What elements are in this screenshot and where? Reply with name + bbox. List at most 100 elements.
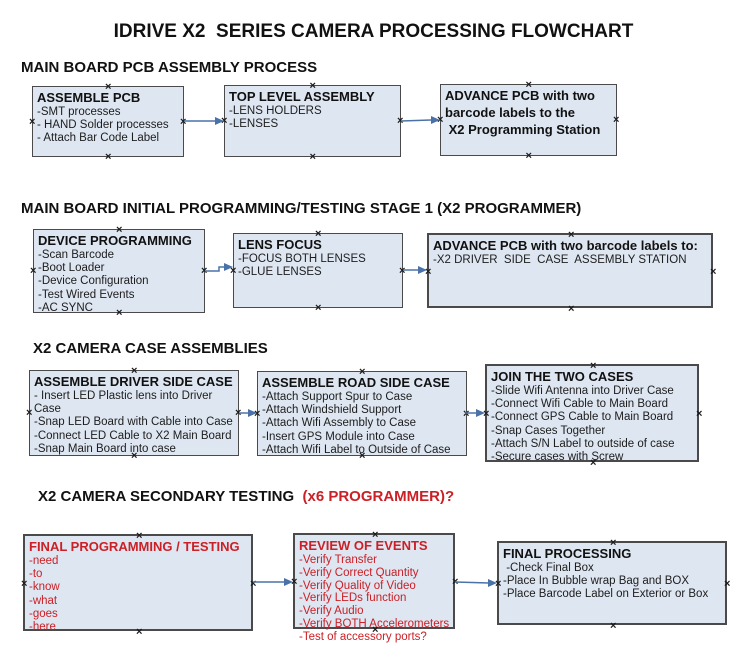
box-item: -Verify Correct Quantity [299, 566, 419, 579]
box-item: -Attach Support Spur to Case [262, 391, 413, 403]
heading-black-part: X2 CAMERA SECONDARY TESTING [38, 488, 303, 505]
box-item: -SMT processes [37, 106, 121, 118]
section-heading-secondary-testing: X2 CAMERA SECONDARY TESTING (x6 PROGRAMM… [38, 488, 454, 505]
box-item: -X2 DRIVER SIDE CASE ASSEMBLY STATION [433, 254, 687, 266]
box-items: - Insert LED Plastic lens into Driver Ca… [34, 390, 236, 456]
box-item: -AC SYNC [38, 301, 93, 314]
flow-box-review-of-events: REVIEW OF EVENTS -Verify Transfer-Verify… [291, 530, 459, 643]
box-item: -Verify Audio [299, 605, 364, 618]
connection-handle-icon: × [495, 578, 502, 590]
connection-handle-icon: × [696, 408, 703, 420]
connection-handle-icon: × [26, 407, 33, 419]
box-item: -here [29, 621, 56, 634]
connection-handle-icon: × [21, 577, 28, 590]
box-item: -Verify BOTH Accelerometers [299, 617, 450, 630]
box-title: TOP LEVEL ASSEMBLY [229, 89, 375, 104]
box-item: -Connect LED Cable to X2 Main Board [34, 429, 232, 442]
connection-handle-icon: × [230, 264, 237, 277]
box-item: -Snap LED Board with Cable into Case [34, 416, 233, 429]
connection-handle-icon: × [724, 578, 731, 590]
box-items: -SMT processes- HAND Solder processes- A… [37, 106, 181, 146]
connection-handle-icon: × [29, 115, 36, 128]
box-item: -Connect Wifi Cable to Main Board [491, 398, 669, 411]
box-title: REVIEW OF EVENTS [299, 538, 428, 553]
box-items: -Check Final Box-Place In Bubble wrap Ba… [503, 562, 723, 602]
box-items: -need-to-know-what-goes-here [29, 555, 249, 634]
page-title: IDRIVE X2 SERIES CAMERA PROCESSING FLOWC… [113, 21, 634, 42]
section-heading-initial-programming: MAIN BOARD INITIAL PROGRAMMING/TESTING S… [21, 200, 582, 217]
box-item: -Attach Wifi Label to Outside of Case [262, 443, 451, 456]
box-items: -Slide Wifi Antenna into Driver Case-Con… [491, 385, 695, 464]
connection-handle-icon: × [525, 150, 532, 162]
flow-box-assemble-pcb: ASSEMBLE PCB -SMT processes- HAND Solder… [29, 82, 186, 163]
box-item: -Snap Cases Together [491, 424, 606, 437]
connector-arrow [205, 263, 233, 272]
connector-arrow [400, 116, 440, 124]
connection-handle-icon: × [610, 620, 617, 632]
box-items: -Attach Support Spur to Case-Attach Wind… [262, 391, 464, 457]
box-item: -Place Barcode Label on Exterior or Box [503, 588, 709, 601]
connector-arrow [253, 578, 293, 586]
connector-arrow [239, 409, 257, 417]
connection-handle-icon: × [105, 151, 112, 163]
connector-arrow [454, 579, 497, 587]
section-heading-case-assemblies: X2 CAMERA CASE ASSEMBLIES [33, 340, 268, 357]
connection-handle-icon: × [425, 265, 432, 278]
box-title: ADVANCE PCB with two barcode labels to t… [445, 88, 601, 137]
flow-box-advance-to-programming: ADVANCE PCB with two barcode labels to t… [437, 80, 619, 162]
box-title: JOIN THE TWO CASES [491, 369, 634, 384]
connection-handle-icon: × [710, 265, 717, 278]
flow-box-final-programming-testing: FINAL PROGRAMMING / TESTING -need-to-kno… [21, 531, 256, 638]
box-item: -Verify Quality of Video [299, 579, 416, 592]
connection-handle-icon: × [30, 265, 37, 277]
box-item: -Boot Loader [38, 262, 105, 275]
box-item: -Attach S/N Label to outside of case [491, 437, 675, 450]
connection-handle-icon: × [437, 114, 444, 126]
connection-handle-icon: × [221, 115, 228, 127]
flow-box-assemble-driver-side-case: ASSEMBLE DRIVER SIDE CASE - Insert LED P… [26, 366, 241, 462]
box-item: - Attach Bar Code Label [37, 132, 160, 145]
section-heading-pcb-assembly: MAIN BOARD PCB ASSEMBLY PROCESS [21, 59, 318, 76]
box-item: -to [29, 568, 43, 581]
box-title: ASSEMBLE PCB [37, 90, 141, 105]
box-title: LENS FOCUS [238, 237, 322, 252]
connection-handle-icon: × [568, 303, 575, 315]
box-item: -GLUE LENSES [238, 266, 322, 279]
box-item: -know [29, 581, 60, 594]
box-item: - HAND Solder processes [37, 119, 169, 132]
box-item: -Verify LEDs function [299, 592, 407, 605]
connection-handle-icon: × [291, 576, 298, 588]
box-items: -Scan Barcode-Boot Loader-Device Configu… [38, 249, 202, 315]
flow-box-advance-to-case-assembly: ADVANCE PCB with two barcode labels to: … [425, 230, 717, 315]
box-item: -Place In Bubble wrap Bag and BOX [503, 575, 690, 588]
flow-box-device-programming: DEVICE PROGRAMMING -Scan Barcode-Boot Lo… [30, 225, 207, 319]
flow-box-join-the-two-cases: JOIN THE TWO CASES -Slide Wifi Antenna i… [483, 361, 703, 469]
flow-box-assemble-road-side-case: ASSEMBLE ROAD SIDE CASE -Attach Support … [254, 367, 469, 462]
connection-handle-icon: × [309, 151, 316, 163]
connector-arrow [403, 266, 427, 274]
flow-box-final-processing: FINAL PROCESSING -Check Final Box-Place … [495, 538, 731, 632]
box-items: -FOCUS BOTH LENSES-GLUE LENSES [238, 253, 400, 279]
box-title: FINAL PROGRAMMING / TESTING [29, 539, 240, 554]
connection-handle-icon: × [254, 407, 261, 420]
box-title: ADVANCE PCB with two barcode labels to: [433, 238, 698, 253]
box-title: DEVICE PROGRAMMING [38, 233, 192, 248]
box-item: -Verify Transfer [299, 554, 377, 566]
box-item: -LENS HOLDERS [229, 105, 322, 117]
box-item: -Connect GPS Cable to Main Board [491, 411, 674, 424]
box-items: -X2 DRIVER SIDE CASE ASSEMBLY STATION [433, 254, 709, 267]
box-item: -goes [29, 607, 58, 620]
flow-box-top-level-assembly: TOP LEVEL ASSEMBLY -LENS HOLDERS-LENSES … [221, 81, 403, 163]
box-item: -Secure cases with Screw [491, 451, 624, 464]
connection-handle-icon: × [452, 576, 459, 588]
connector-arrow [184, 117, 224, 125]
box-item: -Snap Main Board into case [34, 442, 176, 455]
box-title: ASSEMBLE ROAD SIDE CASE [262, 375, 450, 390]
box-item: -Attach Windshield Support [262, 404, 402, 417]
box-item: - Insert LED Plastic lens into Driver Ca… [34, 390, 216, 416]
box-item: -Insert GPS Module into Case [262, 430, 415, 443]
box-items: -LENS HOLDERS-LENSES [229, 105, 398, 131]
connector-arrow [465, 409, 485, 417]
heading-red-part: (x6 PROGRAMMER)? [302, 488, 455, 505]
box-item: -need [29, 555, 59, 567]
